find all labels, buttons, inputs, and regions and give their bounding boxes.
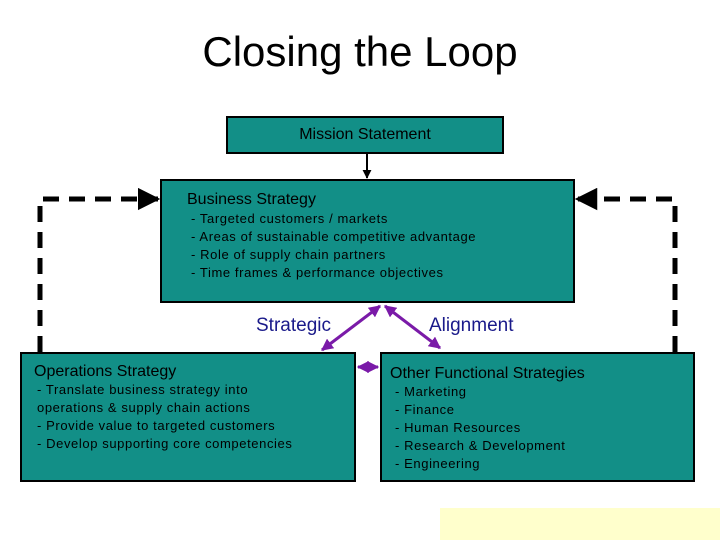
other-functional-strategies-item: - Engineering [395,456,481,471]
empty-note-box [440,508,720,540]
business-to-operations-arrow [321,304,381,352]
operations-feedback-dashed-arrow [37,187,161,352]
operations-strategy-list: - Translate business strategy into opera… [37,381,292,453]
strategic-label: Strategic [256,315,331,336]
operations-strategy-item: - Develop supporting core competencies [37,436,293,451]
other-functional-strategies-item: - Research & Development [395,438,566,453]
other-functional-strategies-item: - Finance [395,402,455,417]
operations-strategy-heading: Operations Strategy [34,363,177,380]
business-strategy-heading: Business Strategy [187,191,316,208]
operations-strategy-item: - Provide value to targeted customers [37,418,276,433]
mission-statement-label: Mission Statement [299,126,431,143]
business-strategy-item: - Time frames & performance objectives [191,265,444,280]
operations-strategy-item: operations & supply chain actions [37,400,251,415]
other-functional-strategies-item: - Marketing [395,384,467,399]
business-strategy-item: - Role of supply chain partners [191,247,386,262]
operations-strategy-item: - Translate business strategy into [37,382,249,397]
slide-title: Closing the Loop [202,28,518,75]
alignment-label: Alignment [429,315,514,336]
other-functional-strategies-heading: Other Functional Strategies [390,365,585,382]
business-to-other-arrow [384,304,441,350]
business-strategy-box: Business Strategy - Targeted customers /… [160,179,575,303]
business-strategy-item: - Targeted customers / markets [191,211,388,226]
other-functional-strategies-list: - Marketing - Finance - Human Resources … [395,383,565,473]
other-feedback-dashed-arrow [574,187,678,352]
mission-statement-box: Mission Statement [226,116,504,154]
other-functional-strategies-box: Other Functional Strategies - Marketing … [380,352,695,482]
business-strategy-list: - Targeted customers / markets - Areas o… [191,210,476,282]
business-strategy-item: - Areas of sustainable competitive advan… [191,229,477,244]
operations-strategy-box: Operations Strategy - Translate business… [20,352,356,482]
other-functional-strategies-item: - Human Resources [395,420,521,435]
